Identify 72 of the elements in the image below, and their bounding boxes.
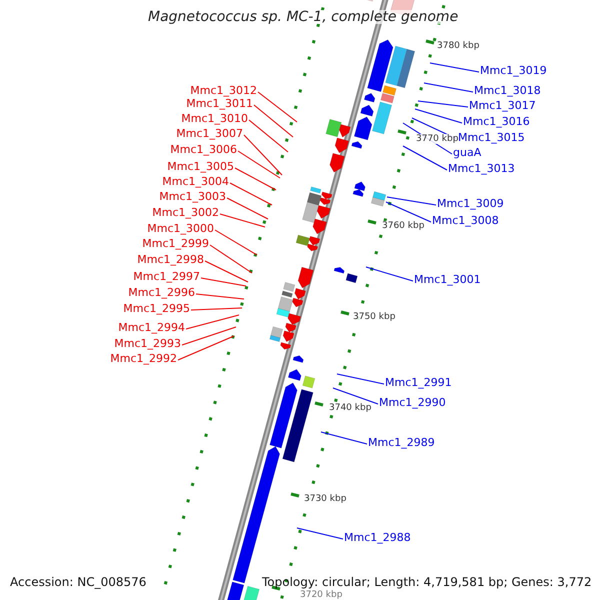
gene-label: Mmc1_3001: [414, 273, 481, 287]
scale-label: 3740 kbp: [329, 403, 372, 413]
gene-label: Mmc1_3009: [437, 197, 504, 211]
leader-line: [332, 388, 378, 404]
gene-label: Mmc1_2994: [118, 321, 185, 335]
gene-label: Mmc1_3015: [458, 131, 525, 145]
scale-label: 3750 kbp: [353, 312, 396, 322]
leader-line: [418, 100, 468, 108]
leader-line: [220, 214, 266, 228]
leader-line: [424, 82, 474, 92]
leader-line: [248, 120, 288, 152]
leader-line: [204, 260, 248, 282]
gene-label: Mmc1_2990: [379, 396, 446, 410]
leader-line: [320, 432, 368, 444]
gene-label: Mmc1_3004: [162, 175, 229, 189]
scale-label: 3720 kbp: [300, 590, 342, 600]
leader-line: [182, 326, 236, 346]
gene-label: Mmc1_3012: [190, 84, 257, 98]
gene-label: guaA: [453, 146, 482, 160]
gene-label: Mmc1_2998: [137, 253, 204, 267]
scale-label: 3730 kbp: [304, 494, 346, 504]
gene-label: Mmc1_3003: [159, 190, 226, 204]
leader-line: [196, 294, 244, 300]
gene-label: Mmc1_3010: [181, 112, 248, 126]
gene-label: Mmc1_2988: [344, 531, 411, 545]
gene-label: Mmc1_2996: [128, 286, 195, 300]
leader-line: [336, 374, 384, 384]
scale-label: 3770 kbp: [416, 134, 458, 144]
scale-label: 3760 kbp: [382, 221, 424, 231]
gene-label: Mmc1_3017: [469, 99, 536, 113]
gene-label: Mmc1_2991: [385, 376, 452, 390]
gene-label: Mmc1_2992: [110, 352, 177, 366]
leader-line: [414, 108, 462, 124]
gene-label: Mmc1_3018: [474, 84, 541, 98]
gene-label: Mmc1_3007: [176, 127, 243, 141]
leader-line: [178, 336, 234, 360]
leader-line: [244, 134, 282, 176]
leader-line: [186, 314, 240, 330]
leader-line: [430, 62, 480, 72]
leader-line: [258, 92, 298, 122]
gene-label: Mmc1_3000: [147, 222, 214, 236]
leader-line: [254, 104, 294, 138]
gene-label: Mmc1_2997: [133, 270, 200, 284]
gene-label: Mmc1_2993: [114, 337, 181, 351]
leader-line: [296, 528, 344, 540]
gene-label: Mmc1_2995: [123, 302, 190, 316]
accession-text: Accession: NC_008576: [10, 575, 146, 589]
leader-line: [200, 278, 246, 286]
gene-label: Mmc1_3005: [167, 160, 234, 174]
leader-line: [238, 150, 280, 178]
gene-label: Mmc1_3011: [186, 97, 253, 111]
gene-label: Mmc1_3002: [152, 206, 219, 220]
map-title: Magnetococcus sp. MC-1, complete genome: [148, 10, 458, 24]
leader-line: [226, 198, 268, 220]
gene-label: Mmc1_3008: [432, 214, 499, 228]
leader-line: [366, 266, 414, 282]
gene-label: Mmc1_2999: [142, 237, 209, 251]
leader-line: [386, 196, 436, 206]
leader-line: [402, 146, 448, 170]
gene-label: Mmc1_3013: [448, 162, 515, 176]
scale-label: 3780 kbp: [437, 41, 480, 51]
leader-line: [230, 182, 272, 206]
gene-label: Mmc1_3016: [463, 115, 530, 129]
topology-text: Topology: circular; Length: 4,719,581 bp; Genes: 3,772: [262, 575, 592, 589]
leader-line: [210, 244, 252, 274]
leader-line: [386, 202, 432, 222]
gene-label: Mmc1_2989: [368, 436, 435, 450]
gene-label: Mmc1_3006: [170, 143, 237, 157]
gene-label: Mmc1_3019: [480, 64, 547, 78]
leader-line: [214, 230, 258, 256]
leader-line: [190, 308, 242, 310]
leader-line: [234, 168, 276, 190]
